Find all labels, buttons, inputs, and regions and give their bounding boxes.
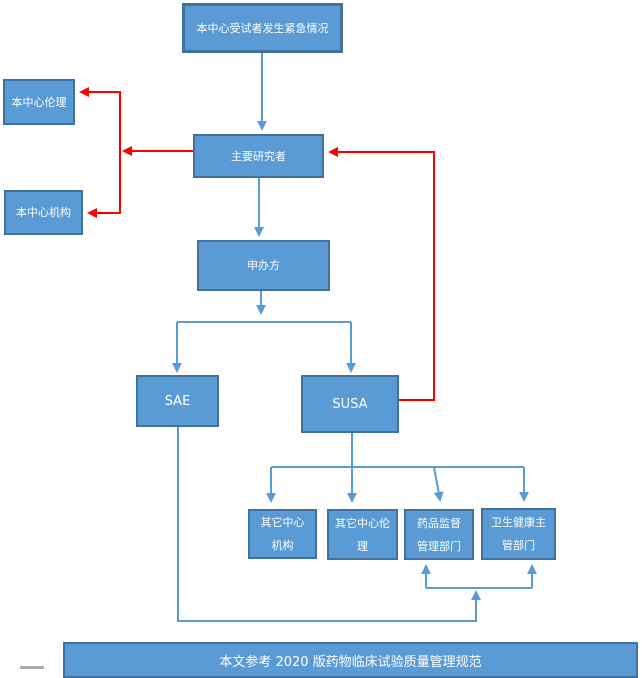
gray-handle-artifact [20,666,44,669]
arrow-susa-feedback-to-pi [328,147,435,401]
node-label: 其它中心 [260,516,305,529]
node-center-ethics: 本中心伦理 [3,79,75,125]
arrow-junction-to-center-ethics [79,87,121,214]
node-label: 申办方 [247,259,280,272]
node-sponsor: 申办方 [197,240,330,291]
node-principal-investigator: 主要研究者 [193,134,324,178]
node-label: 卫生健康主 [491,516,546,529]
node-sae: SAE [136,375,219,427]
node-label: 其它中心伦 [335,516,390,530]
node-label: 本中心机构 [16,206,71,219]
node-label: 理 [357,539,368,553]
banner-text: 本文参考 2020 版药物临床试验质量管理规范 [219,654,482,670]
node-drug-regulatory-dept: 药品监督 管理部门 [404,509,474,560]
node-label: 管部门 [502,539,535,552]
reference-banner: 本文参考 2020 版药物临床试验质量管理规范 [63,642,638,678]
node-other-center-institution: 其它中心 机构 [248,509,317,559]
node-label: 主要研究者 [231,149,286,163]
node-label: 机构 [271,539,294,552]
node-susa: SUSA [301,375,399,433]
node-other-center-ethics: 其它中心伦 理 [327,509,398,560]
node-label: 药品监督 [417,516,461,530]
arrow-susa-to-drug-regulatory [433,466,444,502]
node-health-authority-dept: 卫生健康主 管部门 [481,508,556,560]
node-label: 本中心受试者发生紧急情况 [196,21,329,35]
node-label: SUSA [332,396,368,412]
node-emergency: 本中心受试者发生紧急情况 [182,3,343,53]
node-label: SAE [164,393,191,409]
node-label: 管理部门 [417,539,461,553]
node-center-institution: 本中心机构 [4,190,83,235]
node-label: 本中心伦理 [11,95,67,109]
